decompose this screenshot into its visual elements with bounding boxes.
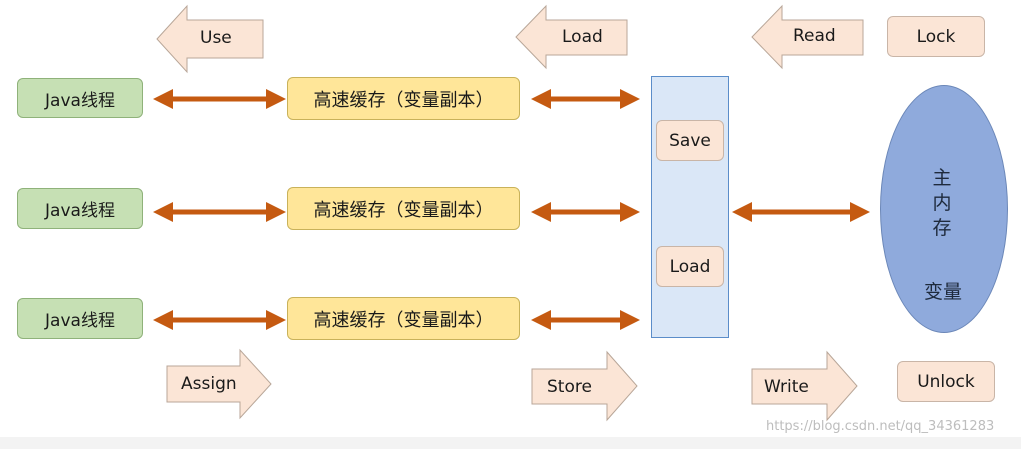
main-memory-label: 主内存 xyxy=(932,167,952,239)
use-label: Use xyxy=(200,28,232,48)
cache-copy-2: 高速缓存（变量副本） xyxy=(287,187,520,230)
read-label: Read xyxy=(793,26,836,46)
transfer-buffer xyxy=(651,76,729,338)
variable-label: 变量 xyxy=(924,281,963,303)
write-arrow xyxy=(751,350,858,422)
store-label: Store xyxy=(547,377,592,397)
unlock-box: Unlock xyxy=(897,361,995,402)
store-arrow xyxy=(531,350,638,422)
use-arrow xyxy=(156,4,264,74)
buffer-load-box: Load xyxy=(656,246,724,287)
java-thread-3: Java线程 xyxy=(17,298,143,339)
java-thread-1: Java线程 xyxy=(17,78,143,118)
watermark: https://blog.csdn.net/qq_34361283 xyxy=(766,419,995,434)
assign-arrow xyxy=(166,348,272,420)
read-arrow xyxy=(751,4,864,70)
load-top-arrow xyxy=(515,4,628,70)
cache-copy-1: 高速缓存（变量副本） xyxy=(287,77,520,120)
load-top-label: Load xyxy=(562,27,603,47)
assign-label: Assign xyxy=(181,374,237,394)
lock-box: Lock xyxy=(887,16,985,57)
write-label: Write xyxy=(764,377,809,397)
main-memory xyxy=(880,85,1008,333)
java-thread-2: Java线程 xyxy=(17,188,143,229)
bottom-strip xyxy=(0,437,1021,449)
save-box: Save xyxy=(656,120,724,161)
cache-copy-3: 高速缓存（变量副本） xyxy=(287,297,520,340)
